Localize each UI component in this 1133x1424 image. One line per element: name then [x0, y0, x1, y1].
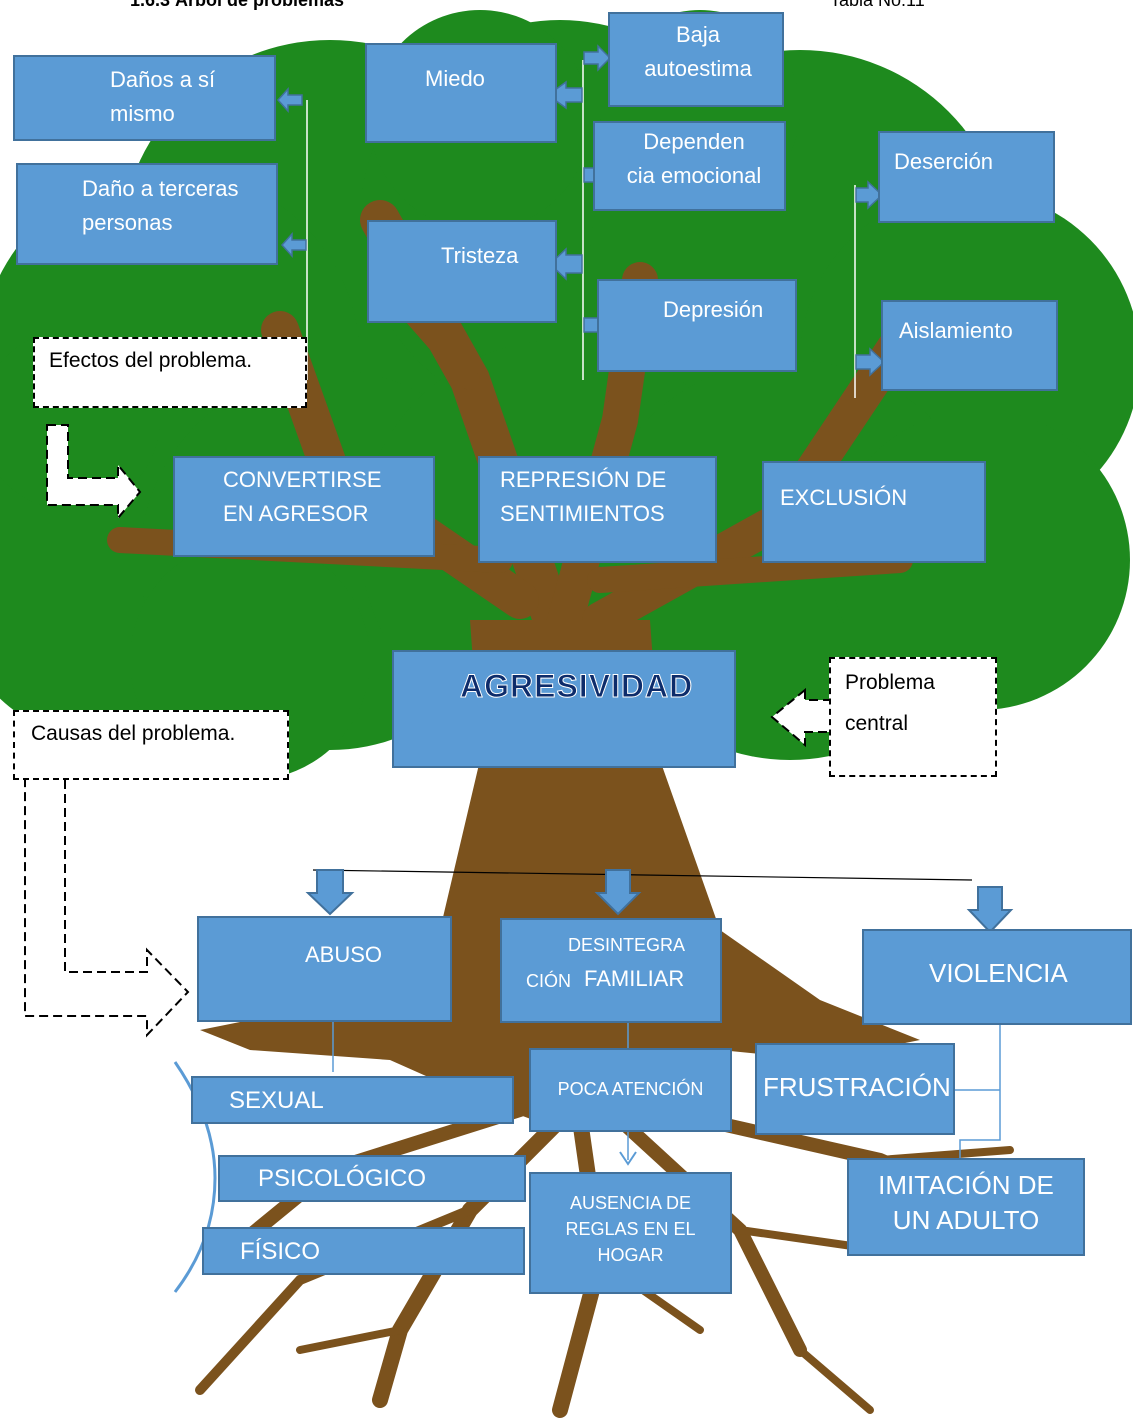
effect-box-represion-de-sentimientos: REPRESIÓN DE SENTIMIENTOS: [478, 456, 717, 563]
effect-label: Daño a terceras personas: [82, 176, 239, 236]
central-problem-box: AGRESIVIDAD: [392, 650, 736, 768]
cause-box-imitacion-de-un-adulto: IMITACIÓN DE UN ADULTO: [847, 1158, 1085, 1256]
effect-box-desercion: Deserción: [878, 131, 1055, 223]
effect-box-convertirse-en-agresor: CONVERTIRSE EN AGRESOR: [173, 456, 435, 557]
effect-label: Aislamiento: [899, 318, 1013, 343]
central-problem-label: AGRESIVIDAD: [459, 668, 694, 705]
cause-label: POCA ATENCIÓN: [557, 1079, 704, 1099]
effect-box-aislamiento: Aislamiento: [881, 300, 1058, 391]
cause-box-violencia: VIOLENCIA: [862, 929, 1132, 1025]
cause-label: VIOLENCIA: [929, 958, 1068, 988]
dashed-arrows: [24, 424, 831, 1038]
effect-label: Deserción: [894, 149, 994, 174]
effect-label: Daños a sí mismo: [110, 67, 216, 127]
effect-box-tristeza: Tristeza: [367, 220, 557, 323]
effect-label: CONVERTIRSE EN AGRESOR: [223, 467, 382, 527]
cause-box-psicologico: PSICOLÓGICO: [218, 1155, 526, 1202]
cause-label-part: CIÓN: [526, 971, 571, 991]
effect-label: REPRESIÓN DE SENTIMIENTOS: [500, 467, 667, 527]
effect-arrows: [276, 44, 886, 377]
cause-label: AUSENCIA DE REGLAS EN EL HOGAR: [565, 1193, 696, 1266]
central-problem-note: Problema central: [845, 671, 935, 735]
cause-label-part: FAMILIAR: [584, 966, 685, 991]
cause-label: IMITACIÓN DE UN ADULTO: [878, 1170, 1054, 1236]
cause-label: ABUSO: [305, 942, 383, 967]
effect-box-baja-autoestima: Baja autoestima: [608, 12, 784, 107]
effect-label: Miedo: [425, 66, 485, 91]
cause-label: FÍSICO: [240, 1238, 321, 1265]
effect-label: Dependen cia emocional: [626, 129, 762, 189]
cause-label: SEXUAL: [229, 1087, 324, 1114]
causes-label-box: Causas del problema.: [13, 710, 289, 780]
cause-box-poca-atencion: POCA ATENCIÓN: [529, 1048, 732, 1132]
cause-box-desintegracion-familiar: DESINTEGRA CIÓN FAMILIAR: [500, 918, 722, 1023]
diagram-title: 1.6.3 Árbol de problemas: [130, 0, 345, 10]
cause-box-abuso: ABUSO: [197, 916, 452, 1022]
poca-atencion-arrow: [619, 1151, 637, 1166]
effect-box-depresion: Depresión: [597, 279, 797, 372]
effects-label: Efectos del problema.: [49, 349, 253, 372]
cause-box-frustracion: FRUSTRACIÓN: [755, 1043, 955, 1135]
roots-bracket-line: [312, 869, 973, 881]
causes-label: Causas del problema.: [31, 722, 236, 745]
effect-label: Depresión: [663, 297, 764, 322]
effect-label: EXCLUSIÓN: [780, 485, 908, 510]
table-reference: Tabla No.11: [830, 0, 925, 10]
effect-box-dependencia-emocional: Dependen cia emocional: [593, 121, 786, 211]
effect-box-danos-a-si-mismo: Daños a sí mismo: [13, 55, 276, 141]
cause-label-part: DESINTEGRA: [568, 935, 686, 955]
cause-box-ausencia-de-reglas: AUSENCIA DE REGLAS EN EL HOGAR: [529, 1172, 732, 1294]
effects-label-box: Efectos del problema.: [33, 337, 307, 408]
effect-label: Tristeza: [441, 243, 519, 268]
effect-label: Baja autoestima: [644, 22, 752, 82]
effect-box-dano-terceras-personas: Daño a terceras personas: [16, 163, 278, 265]
cause-box-sexual: SEXUAL: [191, 1076, 514, 1124]
effect-box-miedo: Miedo: [365, 43, 557, 143]
connector-lines: [306, 60, 856, 398]
central-problem-label-box: Problema central: [829, 657, 997, 777]
cause-down-arrows: [305, 869, 1014, 934]
cause-label: PSICOLÓGICO: [258, 1165, 427, 1192]
cause-label: FRUSTRACIÓN: [763, 1072, 951, 1102]
cause-box-fisico: FÍSICO: [202, 1227, 525, 1275]
effect-box-exclusion: EXCLUSIÓN: [762, 461, 986, 563]
